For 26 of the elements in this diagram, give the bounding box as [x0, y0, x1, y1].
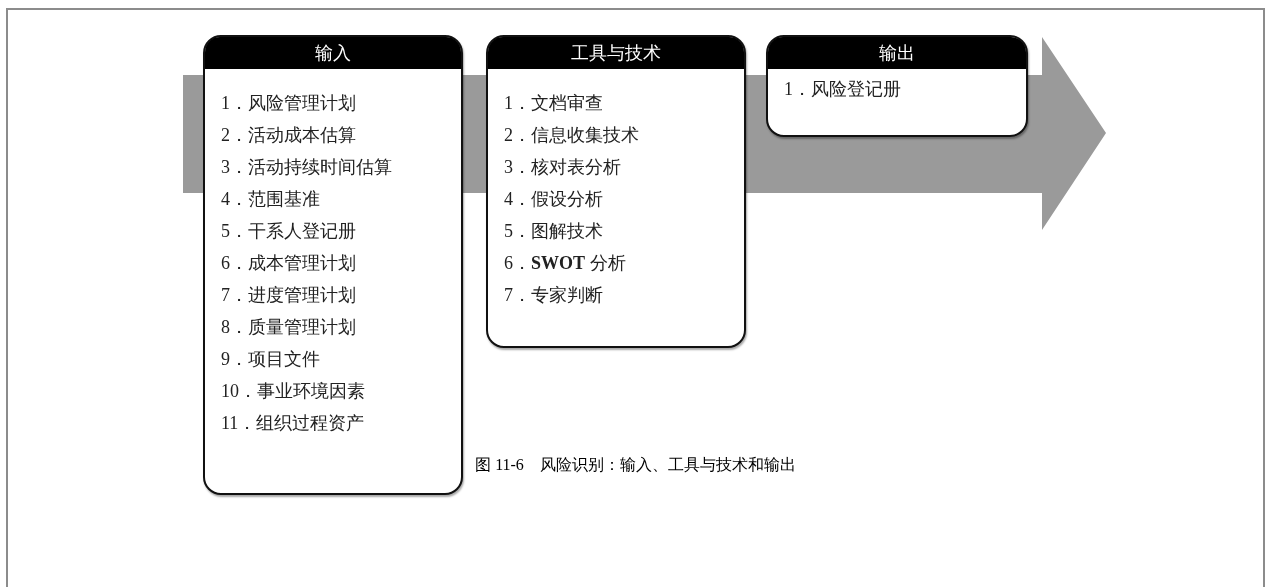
list-item: 10．事业环境因素	[221, 380, 365, 403]
list-card	[203, 35, 463, 495]
header-title: 输出	[879, 41, 915, 65]
list-card	[766, 35, 1028, 137]
list-item: 3．活动持续时间估算	[221, 156, 392, 179]
list-item: 1．文档审查	[504, 92, 603, 115]
list-item: 1．风险登记册	[784, 78, 901, 101]
list-item: 11．组织过程资产	[221, 412, 365, 435]
list-item: 8．质量管理计划	[221, 316, 356, 339]
list-item: 2．活动成本估算	[221, 124, 356, 147]
list-item: 4．范围基准	[221, 188, 320, 211]
list-item: 1．风险管理计划	[221, 92, 356, 115]
header-title: 工具与技术	[571, 41, 661, 65]
list-item: 2．信息收集技术	[504, 124, 639, 147]
list-item: 6．成本管理计划	[221, 252, 356, 275]
list-item: 5．干系人登记册	[221, 220, 356, 243]
list-item: 9．项目文件	[221, 348, 320, 371]
list-item: 7．进度管理计划	[221, 284, 356, 307]
list-item: 7．专家判断	[504, 284, 603, 307]
list-item: 4．假设分析	[504, 188, 603, 211]
header-title: 输入	[315, 41, 351, 65]
list-card	[486, 35, 746, 348]
list-item: 6．SWOT 分析	[504, 252, 626, 275]
list-item: 5．图解技术	[504, 220, 603, 243]
list-item: 3．核对表分析	[504, 156, 621, 179]
figure-caption: 图 11-6 风险识别：输入、工具与技术和输出	[475, 455, 796, 475]
